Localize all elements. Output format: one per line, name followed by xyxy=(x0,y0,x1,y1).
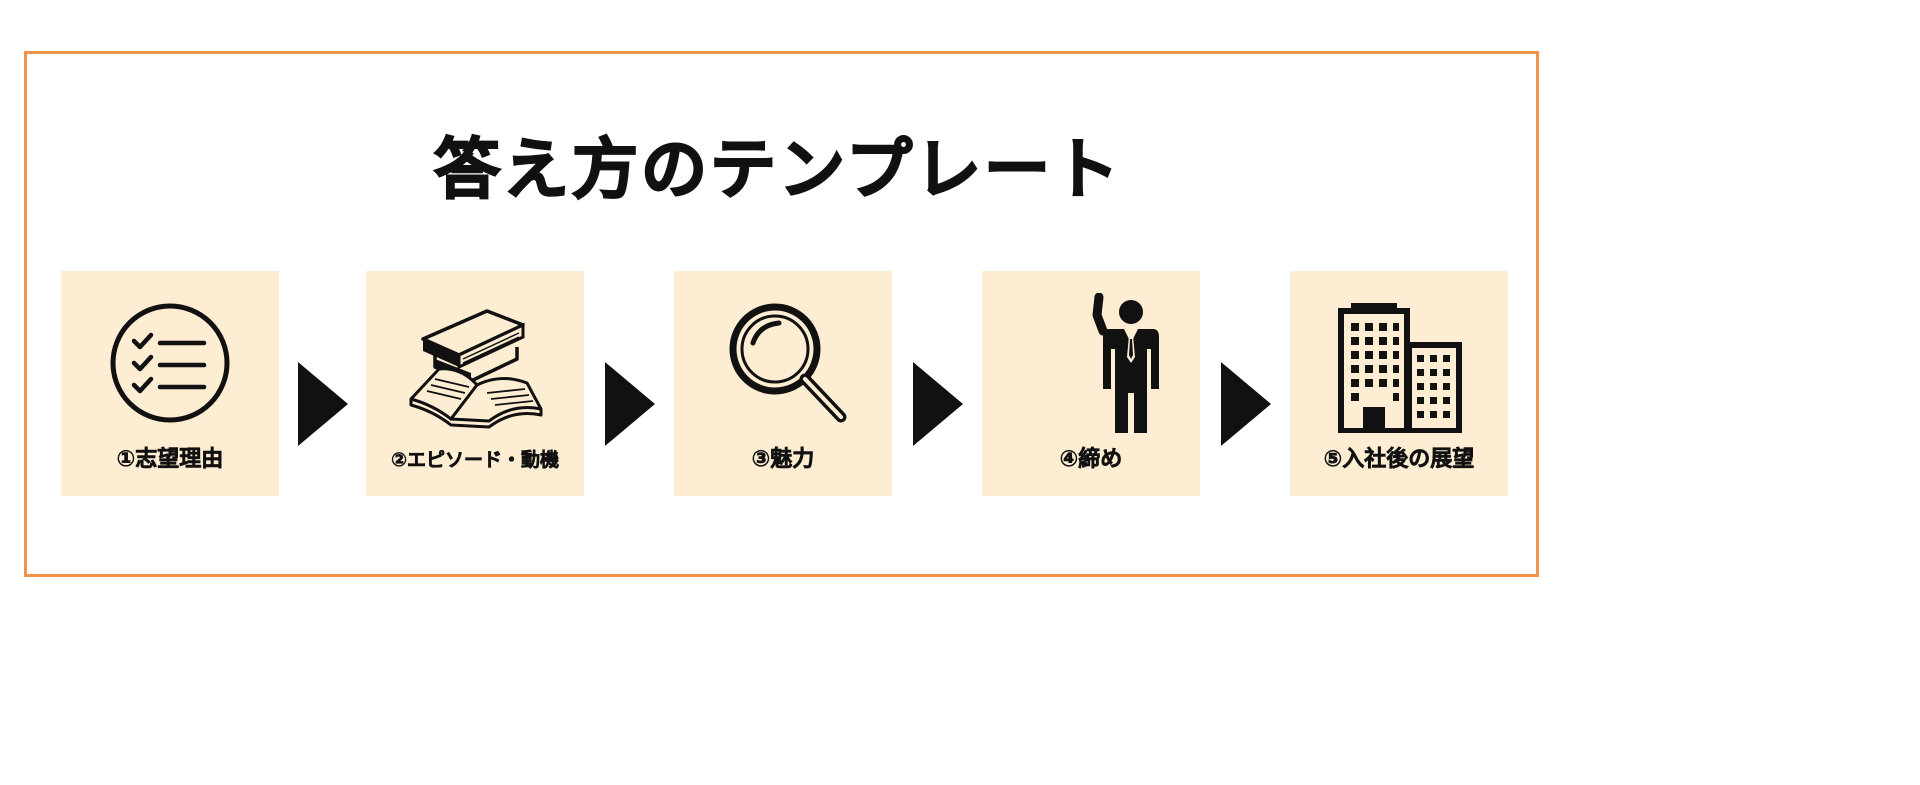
flow-arrow-3 xyxy=(913,362,963,446)
step-card-5: ⑤入社後の展望 xyxy=(1290,271,1508,496)
step-label: ①志望理由 xyxy=(116,447,224,472)
step-card-3: ③魅力 xyxy=(674,271,892,496)
books-icon xyxy=(409,309,543,429)
checklist-icon xyxy=(110,303,230,423)
page-title: 答え方のテンプレート xyxy=(433,131,1123,208)
office-buildings-icon xyxy=(1338,303,1462,433)
businessman-icon xyxy=(1092,293,1159,433)
step-card-4: ④締め xyxy=(982,271,1200,496)
step-label: ⑤入社後の展望 xyxy=(1323,447,1475,472)
step-card-1: ①志望理由 xyxy=(61,271,279,496)
step-label: ④締め xyxy=(1059,447,1123,472)
step-card-2: ②エピソード・動機 xyxy=(366,271,584,496)
flow-arrow-1 xyxy=(298,362,348,446)
magnifier-icon xyxy=(729,303,847,423)
flow-arrow-4 xyxy=(1221,362,1271,446)
template-frame xyxy=(24,51,1539,577)
step-label: ③魅力 xyxy=(751,447,815,472)
step-label: ②エピソード・動機 xyxy=(390,449,560,471)
flow-arrow-2 xyxy=(605,362,655,446)
